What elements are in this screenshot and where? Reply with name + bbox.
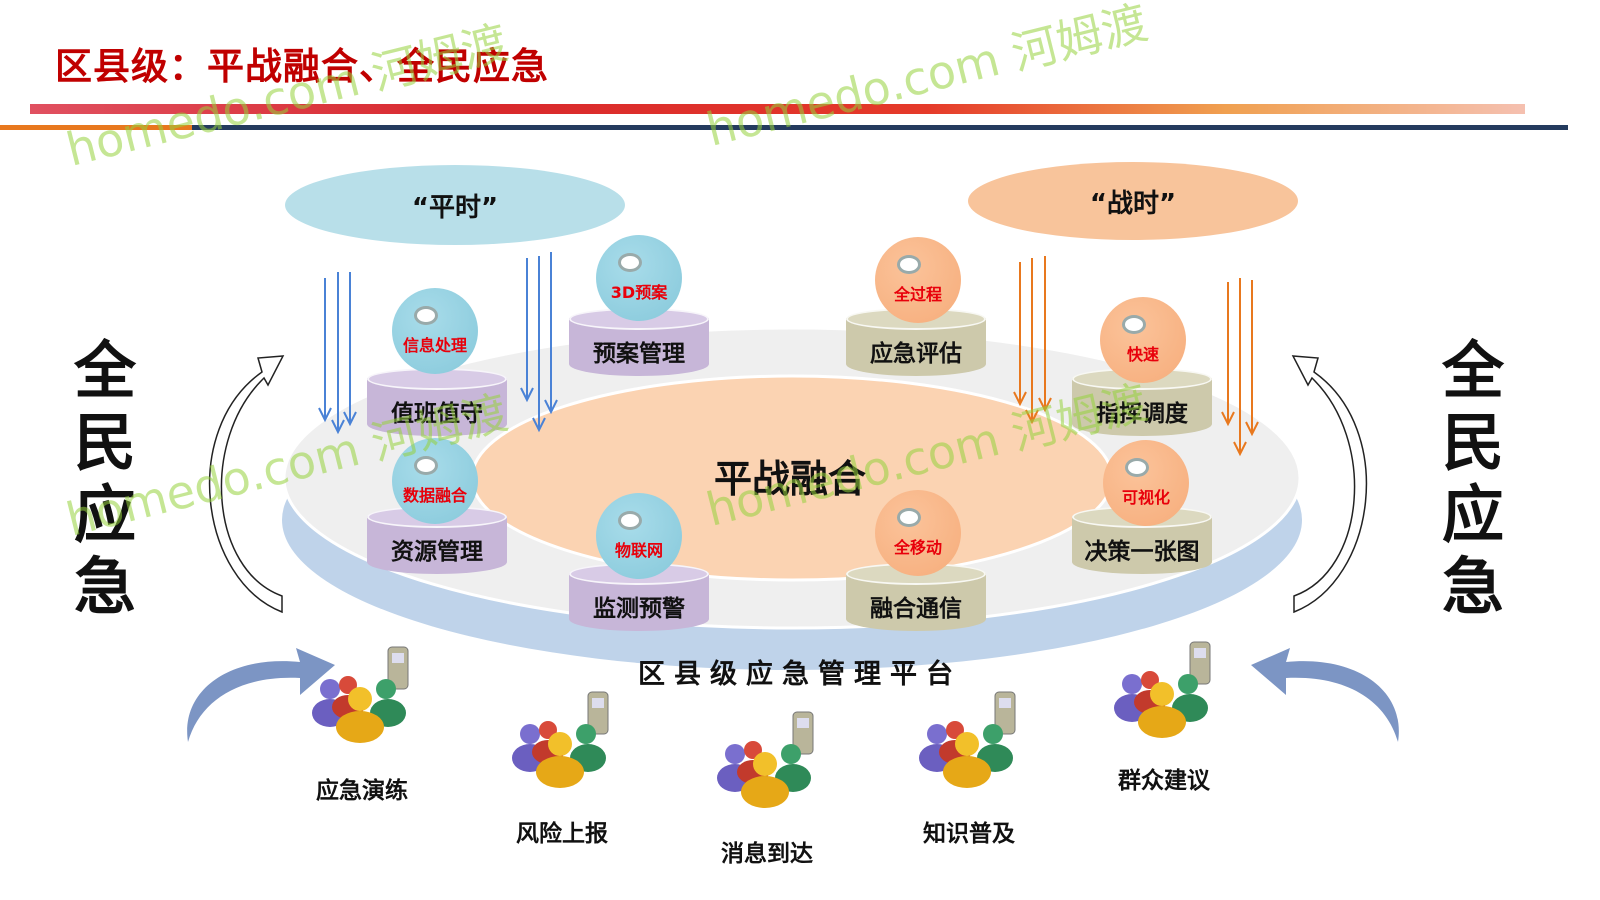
header-stripe — [30, 104, 1525, 114]
people-group-icon — [508, 690, 638, 790]
left-cycle-arrow — [208, 355, 285, 614]
people-label: 群众建议 — [1118, 768, 1210, 794]
module-duty[interactable]: 值班值守 — [367, 368, 507, 436]
module-command[interactable]: 指挥调度 — [1072, 368, 1212, 436]
people-group-icon — [308, 645, 438, 745]
people-phone-icon — [512, 691, 609, 788]
cloud-war: “战时” — [968, 162, 1298, 240]
header-rule-navy — [192, 125, 1568, 130]
people-label: 风险上报 — [516, 821, 608, 847]
module-label: 监测预警 — [593, 596, 685, 622]
people-group-icon — [915, 690, 1045, 790]
sphere-data-fusion: 数据融合 — [392, 438, 478, 524]
platform-label: 区县级应急管理平台 — [638, 659, 962, 690]
module-label: 预案管理 — [593, 341, 685, 367]
center-label: 平战融合 — [713, 457, 866, 501]
module-resources[interactable]: 资源管理 — [367, 506, 507, 574]
module-label: 值班值守 — [391, 401, 483, 427]
module-label: 应急评估 — [870, 341, 962, 367]
sphere-iot: 物联网 — [596, 493, 682, 579]
people-phone-icon — [717, 711, 814, 808]
people-label: 应急演练 — [316, 778, 408, 804]
sphere-fast: 快速 — [1100, 297, 1186, 383]
people-group-icon — [713, 710, 843, 810]
cloud-peace: “平时” — [285, 165, 625, 245]
peace-arrows — [318, 252, 558, 435]
sphere-3d-plan: 3D预案 — [596, 235, 682, 321]
header-rule-orange — [0, 125, 192, 130]
module-monitoring[interactable]: 监测预警 — [569, 563, 709, 631]
sphere-mobile: 全移动 — [875, 490, 961, 576]
module-label: 指挥调度 — [1096, 401, 1188, 427]
sphere-full-process: 全过程 — [875, 237, 961, 323]
cycle-arrows — [208, 355, 1368, 614]
module-label: 资源管理 — [391, 539, 483, 565]
slide-title: 区县级：平战融合、全民应急 — [55, 45, 549, 88]
module-communication[interactable]: 融合通信 — [846, 563, 986, 631]
people-phone-icon — [919, 691, 1016, 788]
bottom-curved-arrows — [187, 648, 1399, 742]
people-phone-icon — [1114, 641, 1211, 738]
war-arrows — [1013, 256, 1259, 457]
people-label: 消息到达 — [721, 841, 813, 867]
side-label-right: 全民应急 — [1441, 334, 1504, 623]
people-label: 知识普及 — [923, 821, 1015, 847]
people-phone-icon — [312, 646, 409, 743]
people-group-icon — [1110, 640, 1240, 740]
sphere-info-processing: 信息处理 — [392, 288, 478, 374]
module-label: 融合通信 — [870, 596, 962, 622]
module-label: 决策一张图 — [1084, 539, 1200, 565]
side-label-left: 全民应急 — [73, 334, 136, 623]
sphere-visualization: 可视化 — [1103, 440, 1189, 526]
right-cycle-arrow — [1291, 355, 1368, 614]
